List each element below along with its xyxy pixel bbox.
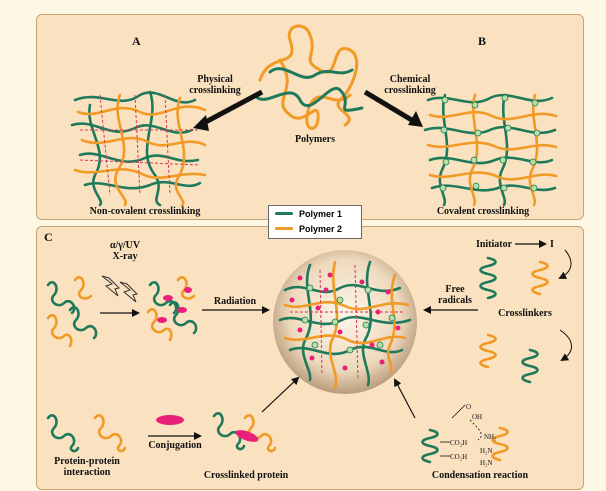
panel-a-letter: A [132,34,141,48]
legend-label: Polymer 1 [299,208,343,219]
radiation-output-polymers [146,276,198,342]
radiation-crosslinks [157,287,192,323]
crosslinkers-label: Crosslinkers [498,308,552,319]
chem-nh2-1: NH₂ [484,433,497,441]
panel-b-letter: B [478,34,487,48]
lightning-icon [101,275,138,303]
chem-co2h-1: CO₂H [450,439,468,447]
chem-nh2-3: H₂N [480,459,493,467]
chem-o: O [466,403,472,411]
conjugate-particle [156,415,184,425]
arrow-chemical [363,89,417,125]
non-covalent-network [70,90,207,208]
covalent-caption: Covalent crosslinking [436,206,530,217]
radiation-input-polymers [46,276,98,348]
chem-nh2-2: H₂N [480,447,493,455]
chemical-crosslinking-label: Chemical crosslinking [384,74,436,96]
legend-item-polymer2: Polymer 2 [269,221,361,236]
free-radicals-label: Free radicals [438,284,472,306]
protein-pair [46,414,127,453]
chem-oh: OH [472,413,483,421]
chem-bonds [440,404,466,457]
legend: Polymer 1 Polymer 2 [268,205,362,239]
radiation-label: Radiation [213,296,257,307]
panel-c-letter: C [44,230,53,244]
sphere-dashes [290,264,405,381]
chem-co2h-2: CO₂H [450,453,468,461]
initiator-label: Initiator [475,239,513,250]
legend-item-polymer1: Polymer 1 [269,206,361,221]
crosslinked-protein [212,412,277,453]
radiation-source-label: α/γ/UV X-ray [109,240,141,262]
conjugation-label: Conjugation [148,440,202,451]
covalent-nodes [439,94,541,192]
polymers-label: Polymers [295,134,335,145]
protein-interaction-label: Protein-protein interaction [54,456,120,478]
sphere-network [278,260,412,390]
arrow-physical [198,89,264,128]
crosslinker-coils [479,256,549,384]
crosslinked-protein-label: Crosslinked protein [203,470,289,481]
condensation-polymers [421,426,509,464]
legend-label: Polymer 2 [299,223,343,234]
polymers-cluster [253,24,364,130]
sphere-nodes [301,284,396,354]
initiator-symbol: I [550,239,554,250]
physical-crosslinking-label: Physical crosslinking [189,74,241,96]
sphere-particles [289,272,401,371]
condensation-label: Condensation reaction [431,470,529,481]
polymer1-swatch [275,212,293,215]
non-covalent-caption: Non-covalent crosslinking [89,206,201,217]
polymer2-swatch [275,227,293,230]
